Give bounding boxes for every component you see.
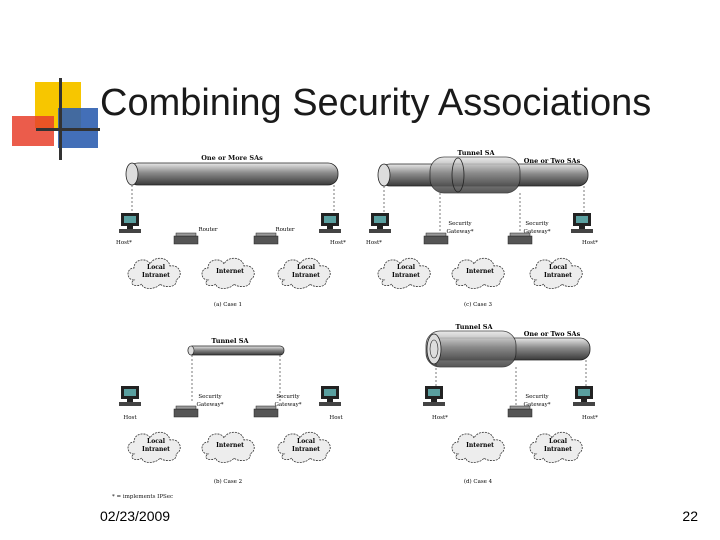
case4-tunnel-label: Tunnel SA bbox=[455, 323, 493, 331]
case3-cloud-center: Internet bbox=[466, 268, 494, 275]
case2-host-left: Host bbox=[123, 415, 137, 421]
case1-router-left: Router bbox=[198, 227, 217, 233]
slide-date: 02/23/2009 bbox=[100, 508, 171, 524]
case3-cloud-right-2: Intranet bbox=[544, 272, 572, 279]
case1-router-right: Router bbox=[275, 227, 294, 233]
case2-pipe-label: Tunnel SA bbox=[211, 337, 249, 345]
case2-caption: (b) Case 2 bbox=[214, 478, 242, 485]
case4-caption: (d) Case 4 bbox=[464, 478, 493, 485]
case1-cloud-left-2: Intranet bbox=[142, 272, 170, 279]
case3-cloud-right-1: Local bbox=[549, 264, 568, 271]
host-computer-icon bbox=[571, 213, 593, 233]
case1-host-right: Host* bbox=[330, 240, 346, 246]
host-computer-icon bbox=[573, 386, 595, 406]
case1-caption: (a) Case 1 bbox=[214, 301, 242, 308]
case3-gw-left-1: Security bbox=[448, 221, 472, 227]
case4-gw-right-2: Gateway* bbox=[524, 402, 551, 408]
host-computer-icon bbox=[369, 213, 391, 233]
case4-gw-right-1: Security bbox=[525, 394, 549, 400]
case3-cloud-left-1: Local bbox=[397, 264, 416, 271]
case4-diagram: Tunnel SA One or Two SAs Host* Host* Sec… bbox=[423, 323, 598, 485]
slide-page-number: 22 bbox=[682, 508, 698, 524]
host-computer-icon bbox=[119, 386, 141, 406]
case1-diagram: One or More SAs Host* Host* Router Route… bbox=[116, 154, 346, 308]
router-icon bbox=[173, 405, 199, 418]
case3-gw-left-2: Gateway* bbox=[447, 229, 474, 235]
case2-cloud-right-2: Intranet bbox=[292, 446, 320, 453]
logo-horizontal-bar bbox=[36, 128, 100, 131]
case1-cloud-left-1: Local bbox=[147, 264, 166, 271]
case3-gw-right-2: Gateway* bbox=[524, 229, 551, 235]
case1-host-left: Host* bbox=[116, 240, 132, 246]
router-icon bbox=[173, 232, 199, 245]
case2-gw-right-1: Security bbox=[276, 394, 300, 400]
case2-cloud-right-1: Local bbox=[297, 438, 316, 445]
case1-pipe-label: One or More SAs bbox=[201, 154, 263, 162]
case4-host-left: Host* bbox=[432, 415, 448, 421]
case3-cloud-left-2: Intranet bbox=[392, 272, 420, 279]
case2-host-right: Host bbox=[329, 415, 343, 421]
logo-red-square bbox=[12, 116, 54, 146]
host-computer-icon bbox=[423, 386, 445, 406]
case1-cloud-right-2: Intranet bbox=[292, 272, 320, 279]
case2-cloud-left-2: Intranet bbox=[142, 446, 170, 453]
case2-diagram: Tunnel SA Host Host Security Gateway* Se… bbox=[119, 337, 343, 485]
router-icon bbox=[253, 232, 279, 245]
case4-pipe-label: One or Two SAs bbox=[524, 330, 581, 338]
case3-diagram: Tunnel SA One or Two SAs Host* Host* Sec… bbox=[366, 149, 598, 308]
case3-pipe-label: One or Two SAs bbox=[524, 157, 581, 165]
case2-cloud-left-1: Local bbox=[147, 438, 166, 445]
case4-host-right: Host* bbox=[582, 415, 598, 421]
case3-tunnel-label: Tunnel SA bbox=[457, 149, 495, 157]
case3-gw-right-1: Security bbox=[525, 221, 549, 227]
slide-title: Combining Security Associations bbox=[100, 82, 652, 124]
router-icon bbox=[423, 232, 449, 245]
case2-gw-left-1: Security bbox=[198, 394, 222, 400]
case1-cloud-center: Internet bbox=[216, 268, 244, 275]
case3-caption: (c) Case 3 bbox=[464, 301, 492, 308]
case2-gw-left-2: Gateway* bbox=[197, 402, 224, 408]
case2-gw-right-2: Gateway* bbox=[275, 402, 302, 408]
case1-cloud-right-1: Local bbox=[297, 264, 316, 271]
logo-vertical-bar bbox=[59, 78, 62, 160]
case4-cloud-center: Internet bbox=[466, 442, 494, 449]
case4-cloud-right-2: Intranet bbox=[544, 446, 572, 453]
case3-host-left: Host* bbox=[366, 240, 382, 246]
diagram-footnote: * = implements IPSec bbox=[112, 494, 173, 500]
case2-cloud-center: Internet bbox=[216, 442, 244, 449]
case4-cloud-right-1: Local bbox=[549, 438, 568, 445]
case3-host-right: Host* bbox=[582, 240, 598, 246]
host-computer-icon bbox=[119, 213, 141, 233]
host-computer-icon bbox=[319, 386, 341, 406]
host-computer-icon bbox=[319, 213, 341, 233]
